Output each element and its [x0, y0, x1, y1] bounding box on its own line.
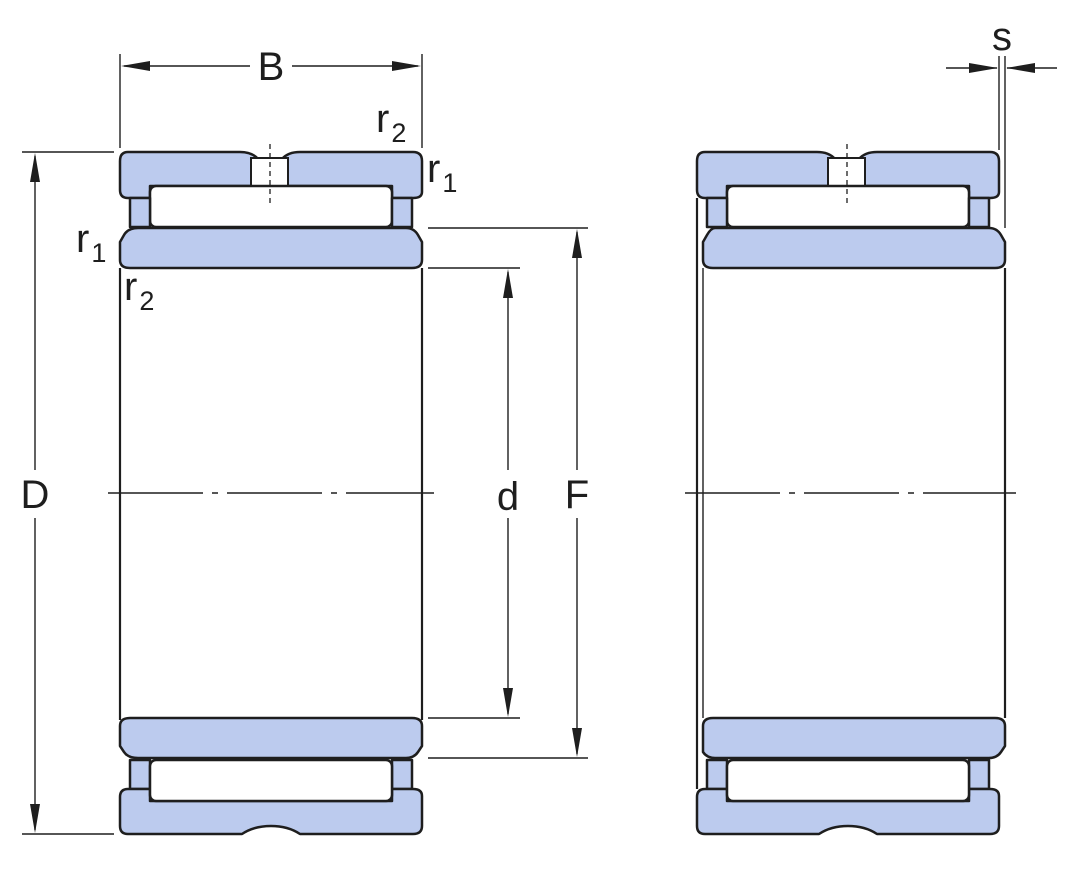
arrow-F-top	[572, 229, 582, 258]
label-d: d	[497, 475, 519, 519]
arrow-s-right	[1006, 63, 1035, 73]
arrow-d-bottom	[503, 688, 513, 717]
label-F: F	[565, 473, 589, 517]
cage-bottom-left-b	[390, 758, 414, 791]
arrow-B-left	[121, 61, 150, 71]
dimension-lines	[22, 54, 1057, 835]
inner-ring-bottom-right	[701, 716, 1007, 760]
outer-ring-bottom-left	[118, 787, 424, 836]
cage-bottom-right-b	[967, 758, 991, 791]
left-bearing-view	[108, 144, 434, 836]
cage-top-left-a	[128, 196, 152, 229]
roller-top-right	[725, 184, 971, 229]
label-D: D	[21, 473, 50, 517]
arrow-B-right	[392, 61, 421, 71]
roller-bottom-left	[148, 758, 394, 803]
dimension-labels: B D d F s r2 r1 r1 r2	[21, 15, 1012, 519]
arrow-s-left	[969, 63, 998, 73]
right-bearing-view	[685, 144, 1016, 836]
label-r1-left: r1	[76, 217, 106, 268]
arrow-D-top	[30, 153, 40, 182]
arrow-D-bottom	[30, 804, 40, 833]
cage-bottom-right-a	[705, 758, 729, 791]
cage-top-right-b	[967, 196, 991, 229]
label-s: s	[992, 15, 1012, 59]
cage-top-right-a	[705, 196, 729, 229]
label-B: B	[258, 45, 285, 89]
label-r2-top: r2	[376, 97, 406, 148]
roller-top-left	[148, 184, 394, 229]
label-r1-top: r1	[427, 147, 457, 198]
cage-top-left-b	[390, 196, 414, 229]
inner-ring-top-left	[118, 226, 424, 270]
inner-ring-bottom-left	[118, 716, 424, 760]
arrow-F-bottom	[572, 728, 582, 757]
roller-bottom-right	[725, 758, 971, 803]
inner-ring-top-right	[701, 226, 1007, 270]
cage-bottom-left-a	[128, 758, 152, 791]
arrow-d-top	[503, 269, 513, 298]
label-r2-left: r2	[124, 265, 154, 316]
outer-ring-bottom-right	[695, 787, 1001, 836]
